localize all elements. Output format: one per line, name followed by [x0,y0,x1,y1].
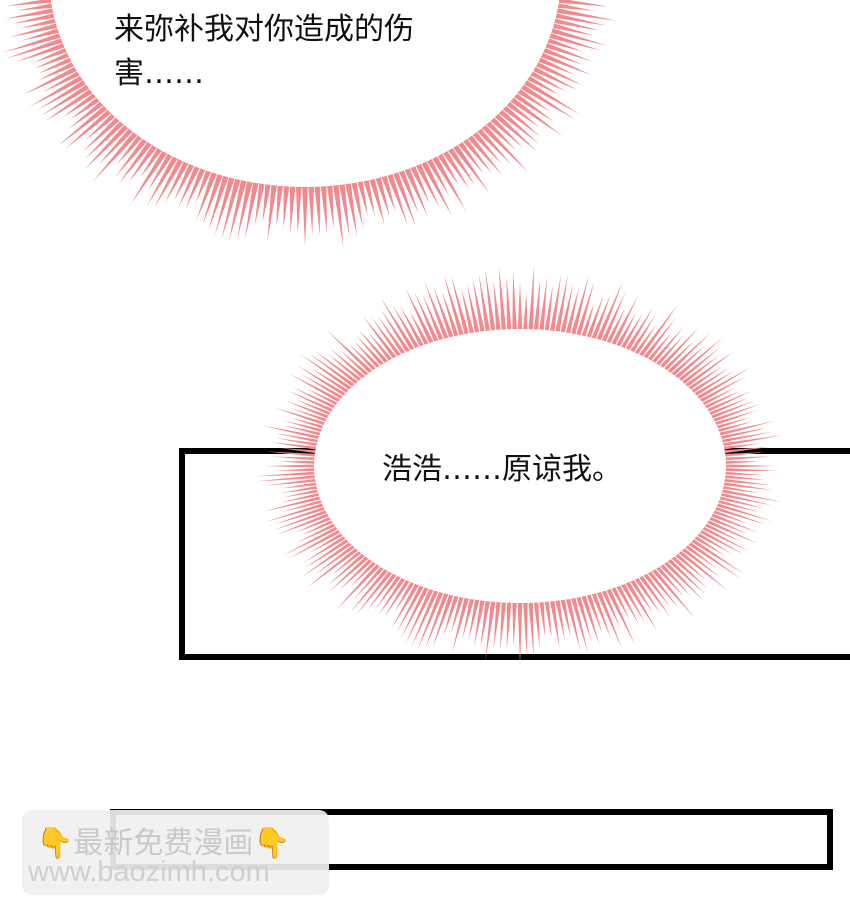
bubble-body [50,0,560,187]
bubble-body [314,329,726,603]
bubble-2-text: 浩浩……原谅我。 [382,452,622,487]
watermark-url: www.baozimh.com [28,856,270,888]
watermark-text: 最新免费漫画 [73,826,254,861]
pointing-down-hand-icon: 👇 [253,826,291,861]
watermark-line-1: 👇最新免费漫画👇 [36,818,291,862]
bubble-1-text: 来弥补我对你造成的伤 害…… [114,8,414,96]
speech-bubble-1 [2,0,617,248]
bubble-1-line-1: 来弥补我对你造成的伤 [114,12,414,47]
bubble-1-line-2: 害…… [114,56,204,91]
pointing-down-hand-icon: 👇 [36,826,74,861]
speech-bubble-2 [255,265,784,666]
watermark[interactable]: 👇最新免费漫画👇 www.baozimh.com [22,810,329,895]
